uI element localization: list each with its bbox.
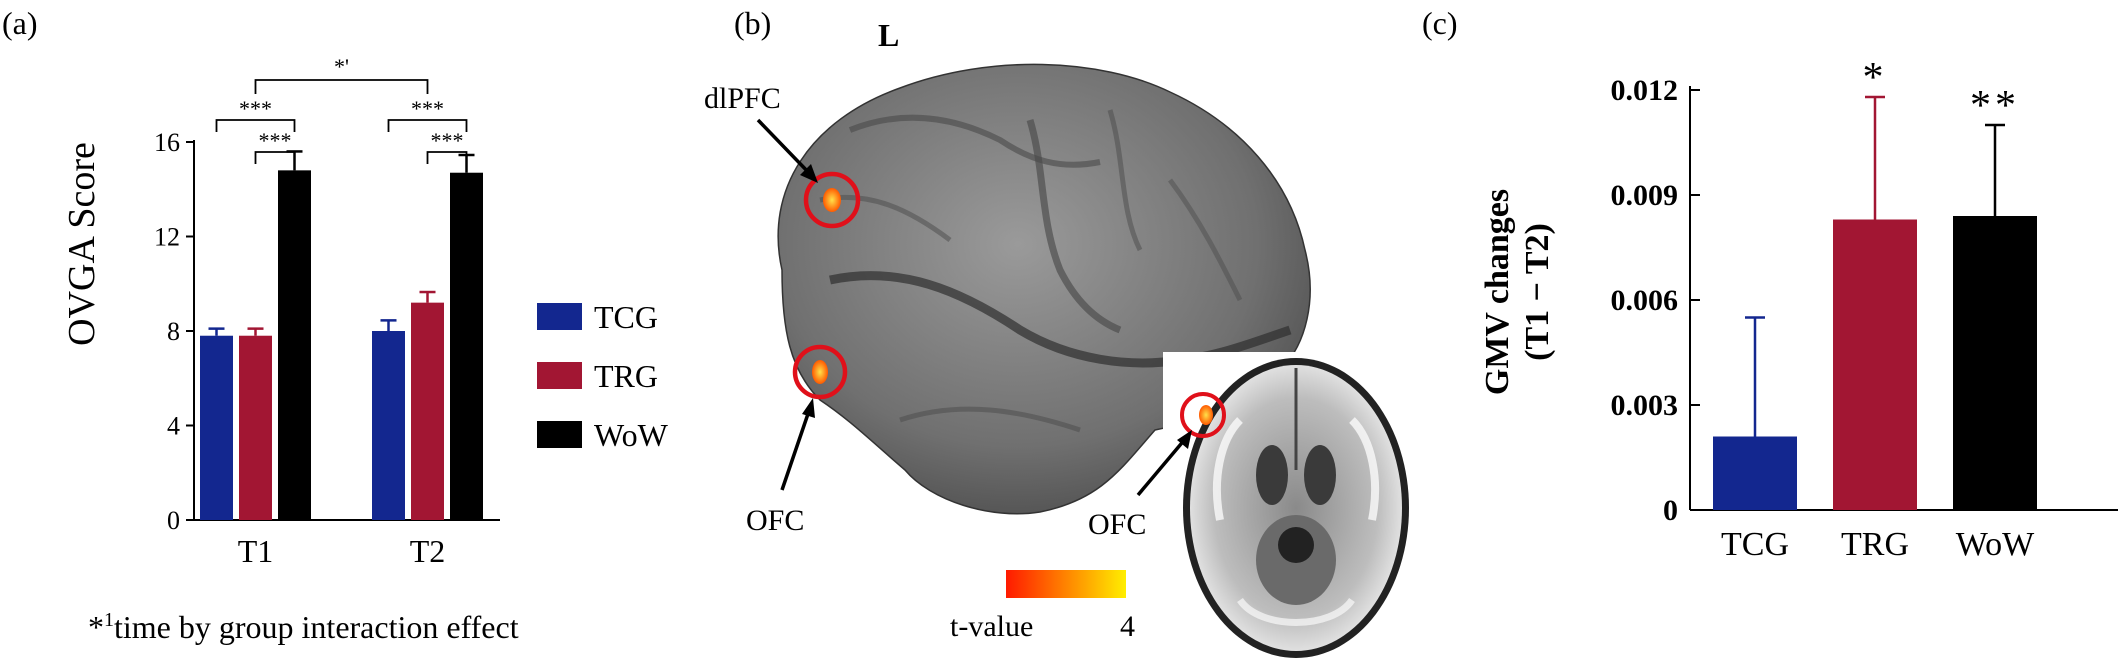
arrow-ofc (780, 407, 812, 491)
x-tick-label-T1: T1 (238, 533, 274, 569)
hemisphere-label: L (878, 17, 899, 53)
y-axis-label: OVGA Score (61, 142, 103, 346)
brain-figure: (b) L dlPFC OFC (704, 5, 1418, 662)
annotation-dlpfc: dlPFC (704, 82, 781, 115)
significance-bracket (215, 119, 296, 132)
annotation-ofc-axial: OFC (1088, 508, 1146, 541)
chart-c-svg: (c) GMV changes (T1 − T2) 0 0.003 0.006 0.0… (1422, 5, 2118, 563)
panel-c: (c) GMV changes (T1 − T2) 0 0.003 0.006 0.0… (1420, 0, 2128, 662)
y-tick-label: 0.006 (1611, 284, 1679, 317)
legend-label-TRG: TRG (594, 358, 658, 394)
bar-TRG-T1 (239, 335, 272, 520)
colorbar-label: t-value (950, 610, 1033, 643)
y-axis-label-line2: (T1 − T2) (1519, 223, 1556, 361)
significance-label-interaction: *' (334, 54, 349, 79)
x-tick-label-TCG: TCG (1721, 526, 1789, 563)
significance-marker: * (1863, 55, 1888, 101)
activation-ofc-axial (1199, 405, 1213, 425)
arrow-dlpfc (756, 118, 814, 178)
highlight-circle-ofc (792, 344, 848, 400)
y-tick-label: 8 (167, 317, 180, 346)
arrow-head-ofc (802, 398, 815, 418)
y-tick-label: 4 (167, 412, 180, 441)
panel-label-b: (b) (734, 5, 771, 41)
bar-TRG-T2 (411, 302, 444, 520)
activation-ofc (812, 360, 828, 384)
significance-marker: ** (1970, 83, 2020, 129)
y-axis-label-line1: GMV changes (1479, 189, 1516, 395)
chart-a-svg: (a) OVGA Score 0 4 8 12 16 *** *** *** *** *' T1… (2, 5, 669, 645)
bar-TCG-T1 (200, 335, 233, 520)
legend-label-TCG: TCG (594, 299, 658, 335)
significance-label: *** (259, 128, 292, 153)
highlight-circle-dlpfc (803, 171, 861, 229)
highlight-circle-ofc-axial (1180, 392, 1226, 438)
y-tick-label: 0.009 (1611, 179, 1679, 212)
significance-bracket-interaction (254, 79, 429, 94)
arrow-head-ofc-axial (1177, 430, 1192, 449)
legend-swatch-WoW (537, 421, 582, 448)
y-tick-label: 0.012 (1611, 74, 1679, 107)
x-tick-label-WoW: WoW (1956, 526, 2035, 563)
bar-WoW-T2 (450, 172, 483, 520)
arrow-ofc-axial (1136, 436, 1188, 497)
significance-bracket (426, 151, 468, 164)
panel-b: (b) L dlPFC OFC (700, 0, 1420, 662)
bar-WoW-T1 (278, 170, 311, 520)
footnote: *1time by group interaction effect (88, 609, 519, 645)
panel-a: (a) OVGA Score 0 4 8 12 16 *** *** *** *** *' T1… (0, 0, 700, 662)
bar-TCG-T2 (372, 331, 405, 520)
y-tick-label: 0 (1663, 494, 1678, 527)
legend-swatch-TRG (537, 362, 582, 389)
significance-bracket (387, 119, 468, 132)
y-tick-label: 12 (154, 223, 180, 252)
annotation-ofc: OFC (746, 504, 804, 537)
bar-TCG (1713, 436, 1797, 510)
legend-label-WoW: WoW (594, 417, 669, 453)
axial-slice (1163, 352, 1418, 662)
panel-label-a: (a) (2, 5, 38, 41)
arrow-head-dlpfc (800, 164, 818, 183)
bar-WoW (1953, 216, 2037, 510)
significance-bracket (254, 151, 296, 164)
significance-label: *** (239, 96, 272, 121)
panel-label-c: (c) (1422, 5, 1458, 41)
y-tick-label: 16 (154, 128, 180, 157)
legend-swatch-TCG (537, 303, 582, 330)
activation-dlpfc (823, 188, 841, 212)
significance-label: *** (411, 96, 444, 121)
x-tick-label-T2: T2 (410, 533, 446, 569)
bar-TRG (1833, 219, 1917, 510)
y-tick-label: 0.003 (1611, 389, 1679, 422)
colorbar (1006, 570, 1126, 598)
y-tick-label: 0 (167, 506, 180, 535)
significance-label: *** (431, 128, 464, 153)
colorbar-max-label: 4 (1120, 610, 1135, 643)
x-tick-label-TRG: TRG (1841, 526, 1909, 563)
